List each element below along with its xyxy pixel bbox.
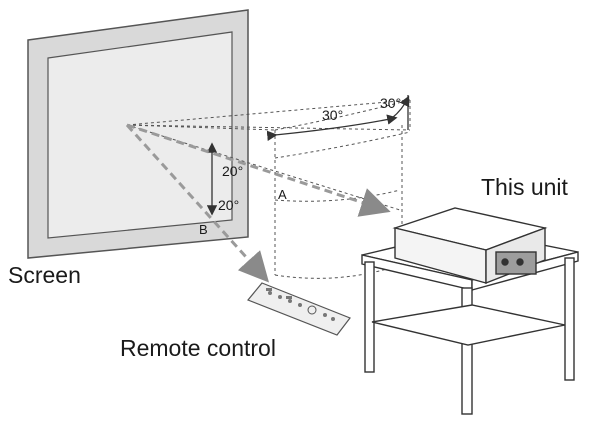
screen-label: Screen [8, 262, 81, 288]
projector-icon [392, 207, 548, 285]
signal-beams [125, 123, 391, 283]
horizontal-angle-arcs [266, 95, 410, 141]
remote-control-label: Remote control [120, 335, 276, 361]
remote-control-icon [247, 282, 351, 336]
angle-vertical-up-label: 20° [222, 163, 243, 179]
angle-horizontal-outer-label: 30° [380, 95, 401, 111]
angle-vertical-down-label: 20° [218, 197, 239, 213]
this-unit-label: This unit [481, 174, 569, 200]
point-b-label: B [199, 222, 208, 237]
point-a-label: A [278, 187, 287, 202]
angle-horizontal-inner-label: 30° [322, 107, 343, 123]
projection-screen-icon [27, 9, 249, 259]
